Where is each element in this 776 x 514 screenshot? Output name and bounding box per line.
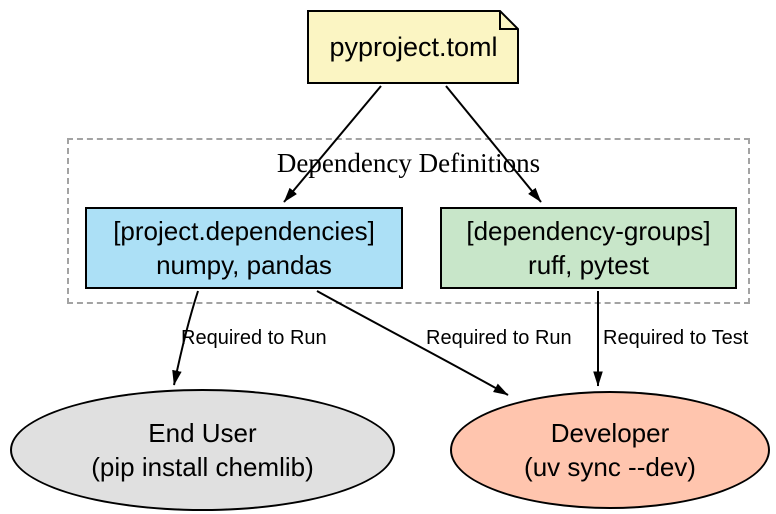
node-end-user-line1: End User xyxy=(148,418,257,448)
node-developer-line2: (uv sync --dev) xyxy=(524,452,696,482)
node-developer-line1: Developer xyxy=(550,418,670,448)
node-end-user-line2: (pip install chemlib) xyxy=(91,452,314,482)
cluster-label: Dependency Definitions xyxy=(276,148,541,178)
node-pyproject-toml-label: pyproject.toml xyxy=(329,31,498,62)
edge-label-required-to-test: Required to Test xyxy=(603,327,749,349)
node-dependency-groups-line2: ruff, pytest xyxy=(528,250,649,280)
edge-label-required-to-run-2: Required to Run xyxy=(426,327,572,349)
node-developer: Developer (uv sync --dev) xyxy=(450,391,770,509)
node-end-user: End User (pip install chemlib) xyxy=(10,389,395,511)
node-project-dependencies-line2: numpy, pandas xyxy=(156,250,332,280)
edge-label-required-to-run-1: Required to Run xyxy=(181,327,327,349)
node-project-dependencies-line1: [project.dependencies] xyxy=(113,216,375,246)
node-dependency-groups: [dependency-groups] ruff, pytest xyxy=(440,207,737,289)
node-dependency-groups-line1: [dependency-groups] xyxy=(466,216,711,246)
node-project-dependencies: [project.dependencies] numpy, pandas xyxy=(85,207,403,289)
